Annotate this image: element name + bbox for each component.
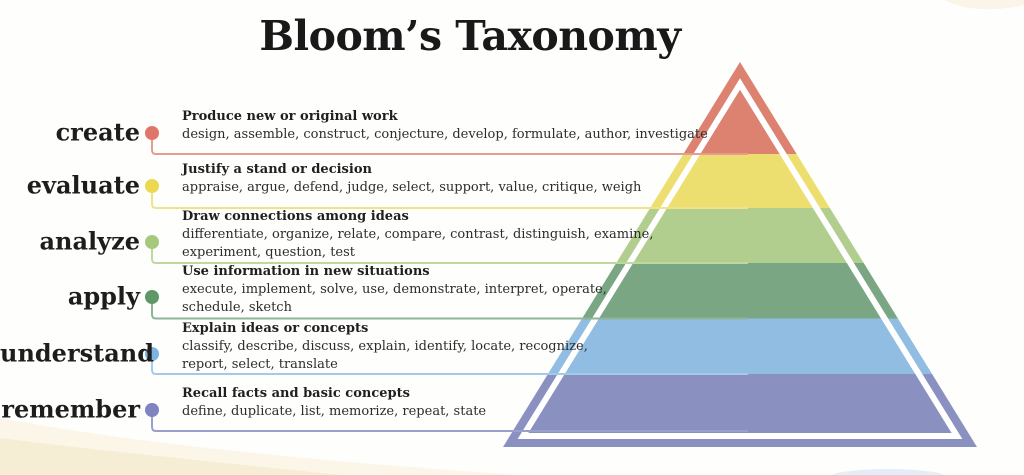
level-heading: Explain ideas or concepts (182, 321, 369, 337)
level-heading: Use information in new situations (182, 264, 430, 280)
level-label: evaluate (26, 170, 140, 200)
level-label: create (55, 117, 140, 147)
level-heading: Justify a stand or decision (182, 162, 372, 178)
level-verbs: design, assemble, construct, conjecture,… (182, 127, 708, 142)
level-label: understand (0, 338, 154, 368)
level-text: Draw connections among ideas differentia… (182, 208, 722, 262)
background-corner-wedge (944, 0, 1024, 10)
background-wave-cream (0, 438, 340, 475)
dot-remember (145, 403, 159, 417)
level-verbs: classify, describe, discuss, explain, id… (182, 339, 588, 372)
connector-create (151, 133, 748, 155)
dot-understand (145, 347, 159, 361)
level-verbs: differentiate, organize, relate, compare… (182, 227, 654, 260)
level-text: Use information in new situations execut… (182, 263, 722, 317)
level-text: Justify a stand or decision appraise, ar… (182, 161, 722, 197)
level-label: remember (1, 394, 140, 424)
level-connectors (151, 133, 748, 432)
level-label: analyze (39, 226, 140, 256)
diagram-title: Bloom’s Taxonomy (259, 12, 681, 60)
level-text: Produce new or original work design, ass… (182, 108, 722, 144)
connector-remember (151, 410, 748, 432)
level-verbs: execute, implement, solve, use, demonstr… (182, 282, 607, 315)
level-verbs: define, duplicate, list, memorize, repea… (182, 404, 487, 419)
connector-analyze (151, 242, 748, 264)
connector-apply (151, 297, 748, 320)
dot-evaluate (145, 179, 159, 193)
level-label: apply (67, 281, 140, 311)
dot-create (145, 126, 159, 140)
background-wisp (831, 469, 945, 475)
level-dots (145, 126, 159, 417)
level-heading: Recall facts and basic concepts (182, 386, 410, 402)
dot-apply (145, 290, 159, 304)
pyramid-band-understand (503, 318, 977, 374)
level-text: Explain ideas or concepts classify, desc… (182, 320, 722, 374)
level-text: Recall facts and basic concepts define, … (182, 385, 722, 421)
level-verbs: appraise, argue, defend, judge, select, … (182, 180, 642, 195)
connector-understand (151, 354, 748, 375)
level-heading: Produce new or original work (182, 109, 398, 125)
level-heading: Draw connections among ideas (182, 209, 409, 225)
connector-evaluate (151, 186, 748, 209)
pyramid-inner-outline (517, 78, 963, 439)
dot-analyze (145, 235, 159, 249)
